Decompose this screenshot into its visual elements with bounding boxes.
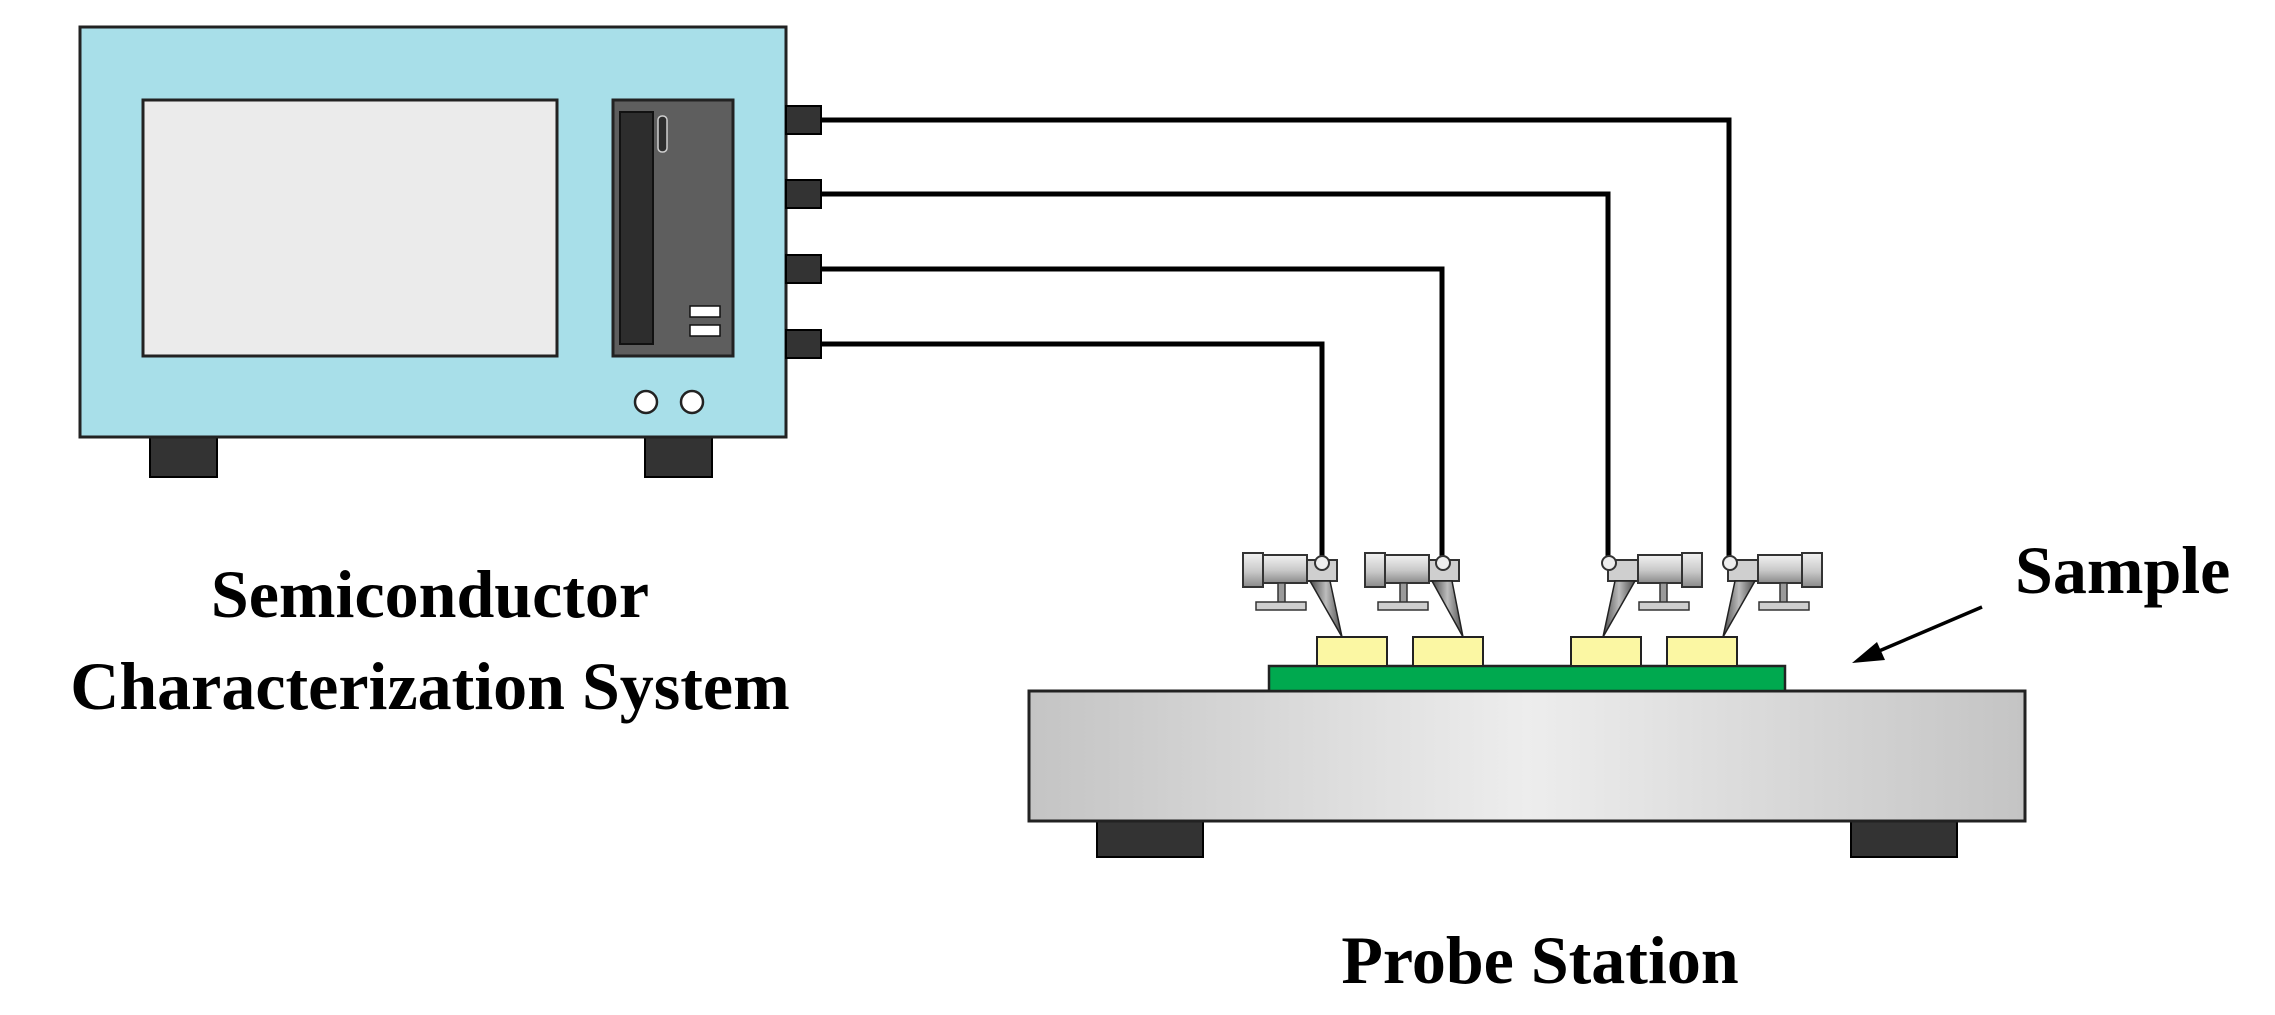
probe-2 (1364, 552, 1464, 638)
instrument-foot-left (149, 433, 218, 478)
station-foot-right (1850, 817, 1958, 858)
contact-pad-2 (1412, 636, 1484, 667)
contact-pad-3 (1570, 636, 1642, 667)
connector-port-4 (785, 329, 822, 359)
disk-drive-icon (611, 98, 735, 358)
instrument-foot-right (644, 433, 713, 478)
connector-port-2 (785, 179, 822, 209)
probe-station (1027, 689, 2027, 858)
cables (821, 117, 1732, 560)
connector-port-1 (785, 105, 822, 135)
station-stage (1027, 689, 2027, 823)
instrument-knob-left (633, 389, 659, 415)
cable-3 (821, 266, 1445, 560)
sample-label: Sample (2015, 532, 2231, 608)
instrument-screen (141, 98, 559, 358)
connector-port-3 (785, 254, 822, 284)
sample-arrow-icon (1852, 605, 1983, 663)
instrument-label-line1: Semiconductor (210, 556, 650, 632)
sample (1267, 636, 1787, 693)
cable-4 (821, 341, 1325, 560)
probe-1 (1242, 552, 1343, 638)
station-foot-left (1096, 817, 1204, 858)
probe-4 (1722, 552, 1823, 638)
instrument-knob-right (679, 389, 705, 415)
sample-board (1267, 664, 1787, 693)
contact-pad-1 (1316, 636, 1388, 667)
probe-station-label: Probe Station (1341, 922, 1739, 998)
instrument-label-line2: Characterization System (70, 648, 790, 724)
cable-1 (821, 117, 1732, 560)
characterization-instrument (78, 25, 822, 478)
probe-3 (1601, 552, 1703, 638)
cable-2 (821, 191, 1611, 560)
contact-pad-4 (1666, 636, 1738, 667)
instrument-label: Semiconductor Characterization System (0, 548, 860, 732)
